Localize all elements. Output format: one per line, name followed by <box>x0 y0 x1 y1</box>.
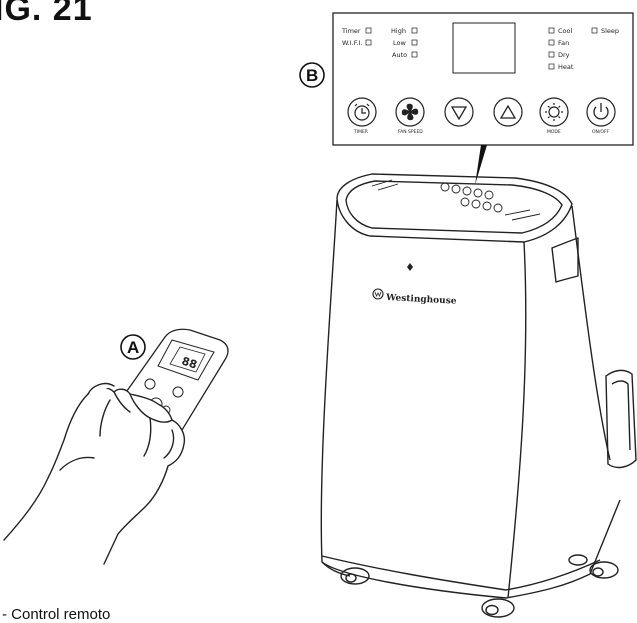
high-indicator-label: High <box>391 27 406 35</box>
auto-indicator-label: Auto <box>392 51 407 59</box>
display-screen <box>452 22 516 74</box>
ir-receiver <box>407 263 413 271</box>
svg-text:88: 88 <box>180 354 199 371</box>
up-button[interactable] <box>493 97 523 127</box>
brand-logo: Westinghouse <box>372 288 457 307</box>
wifi-indicator-label: W.I.F.I. <box>342 39 362 47</box>
low-indicator-label: Low <box>393 39 406 47</box>
timer-button-label: TIMER <box>353 129 368 135</box>
power-button[interactable]: ON/OFF <box>586 97 616 135</box>
up-arrow-icon <box>499 104 517 119</box>
callout-b-label: B <box>306 66 318 85</box>
sleep-indicator-label: Sleep <box>601 27 619 35</box>
mode-button-label: MODE <box>547 129 561 135</box>
callout-a: A <box>120 334 146 360</box>
timer-button[interactable]: TIMER <box>347 97 377 135</box>
timer-indicator-label: Timer <box>341 27 361 35</box>
mode-button[interactable]: MODE <box>539 97 569 135</box>
fan-indicator-label: Fan <box>558 39 569 47</box>
hand-illustration <box>3 382 186 565</box>
caption: - Control remoto <box>2 606 111 623</box>
brand-name: Westinghouse <box>385 293 457 307</box>
fan-speed-button-label: FAN SPEED <box>398 129 423 135</box>
callout-b: B <box>299 62 325 88</box>
callout-a-label: A <box>127 338 139 357</box>
power-button-label: ON/OFF <box>592 129 610 135</box>
panel-pointer <box>475 145 487 185</box>
sun-mode-icon <box>545 103 563 121</box>
cool-indicator-label: Cool <box>558 27 572 35</box>
fan-icon <box>401 103 419 121</box>
control-panel: Timer W.I.F.I. High Low Auto Cool Fan Dr… <box>332 12 634 146</box>
air-conditioner-unit <box>320 173 637 618</box>
heat-indicator-label: Heat <box>558 63 574 71</box>
down-arrow-icon <box>450 106 468 121</box>
figure-title: IG. 21 <box>0 0 93 28</box>
dry-indicator-label: Dry <box>558 51 570 59</box>
fan-speed-button[interactable]: FAN SPEED <box>395 97 425 135</box>
down-button[interactable] <box>444 97 474 127</box>
timer-icon <box>354 103 370 121</box>
power-icon <box>593 103 609 120</box>
